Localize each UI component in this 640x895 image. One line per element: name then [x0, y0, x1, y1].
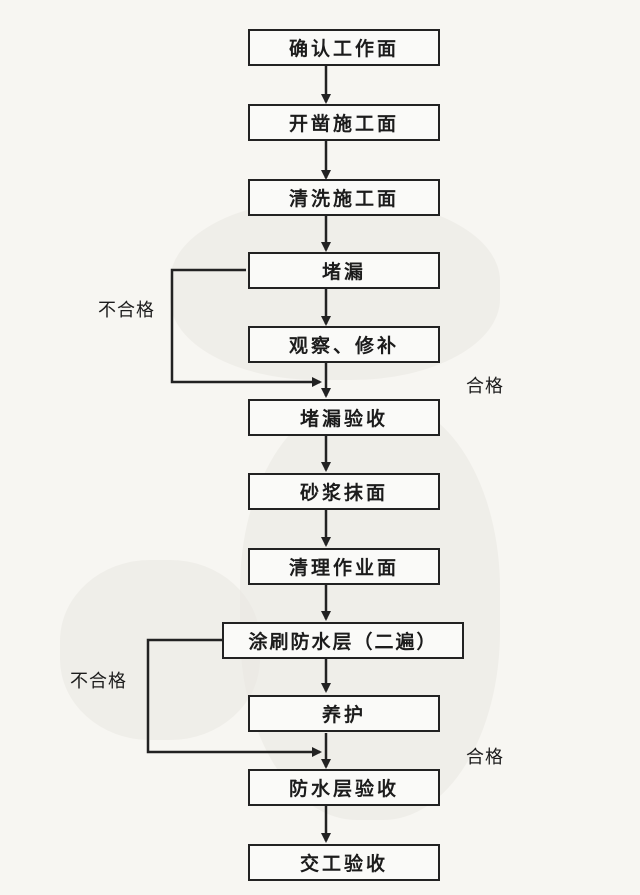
- loop-2-pass-label: 合格: [466, 747, 504, 768]
- loop-1-line: [170, 268, 322, 387]
- step-apply-waterproof-layer: 涂刷防水层（二遍）: [222, 622, 464, 659]
- step-confirm-work-surface: 确认工作面: [248, 29, 440, 66]
- loop-1-fail-label: 不合格: [98, 300, 155, 321]
- step-observe-repair: 观察、修补: [248, 326, 440, 363]
- step-mortar-plaster: 砂浆抹面: [248, 473, 440, 510]
- step-clean-surface: 清洗施工面: [248, 179, 440, 216]
- background-blot: [240, 400, 500, 820]
- step-chisel-surface: 开凿施工面: [248, 104, 440, 141]
- step-clean-work-surface: 清理作业面: [248, 548, 440, 585]
- step-leak-acceptance: 堵漏验收: [248, 399, 440, 436]
- loop-2-fail-label: 不合格: [70, 671, 127, 692]
- step-waterproof-acceptance: 防水层验收: [248, 769, 440, 806]
- step-plug-leak: 堵漏: [248, 252, 440, 289]
- loop-2-line: [146, 638, 322, 757]
- loop-1-pass-label: 合格: [466, 376, 504, 397]
- step-curing: 养护: [248, 695, 440, 732]
- step-handover-acceptance: 交工验收: [248, 844, 440, 881]
